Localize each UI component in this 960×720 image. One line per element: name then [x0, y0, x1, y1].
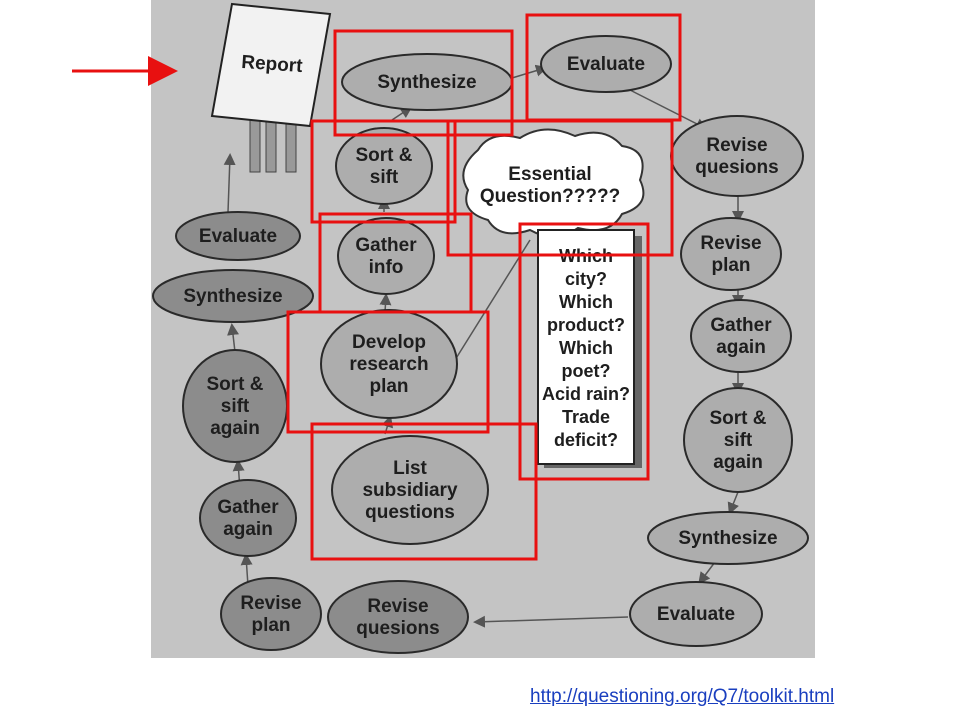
- report-sign: Report: [210, 2, 332, 173]
- report-label: Report: [241, 52, 304, 77]
- highlight-boxes: [286, 13, 682, 561]
- highlight-list-questions: [310, 422, 538, 561]
- node-sort-sift: Sort &sift: [335, 127, 433, 205]
- node-label: Synthesize: [377, 72, 476, 93]
- node-synthesize-left: Synthesize: [152, 269, 314, 323]
- node-evaluate-left: Evaluate: [175, 211, 301, 261]
- highlight-develop-plan: [286, 310, 490, 434]
- source-link[interactable]: http://questioning.org/Q7/toolkit.html: [530, 686, 835, 707]
- node-label: Evaluate: [567, 54, 645, 75]
- node-synthesize-top: Synthesize: [341, 53, 513, 111]
- highlight-sort-sift: [310, 119, 457, 224]
- node-evaluate-top: Evaluate: [540, 35, 672, 93]
- node-label: Synthesize: [183, 286, 282, 307]
- highlight-synthesize: [333, 29, 514, 137]
- node-label: Synthesize: [678, 528, 777, 549]
- node-synthesize-right: Synthesize: [647, 511, 809, 565]
- highlight-essential-question: [446, 119, 674, 257]
- node-label: Evaluate: [199, 226, 277, 247]
- node-label: Evaluate: [657, 604, 735, 625]
- node-label: Sort &sift: [356, 145, 413, 188]
- highlight-examples: [518, 222, 650, 481]
- connectors: [223, 64, 744, 628]
- node-evaluate-bottom: Evaluate: [629, 581, 763, 647]
